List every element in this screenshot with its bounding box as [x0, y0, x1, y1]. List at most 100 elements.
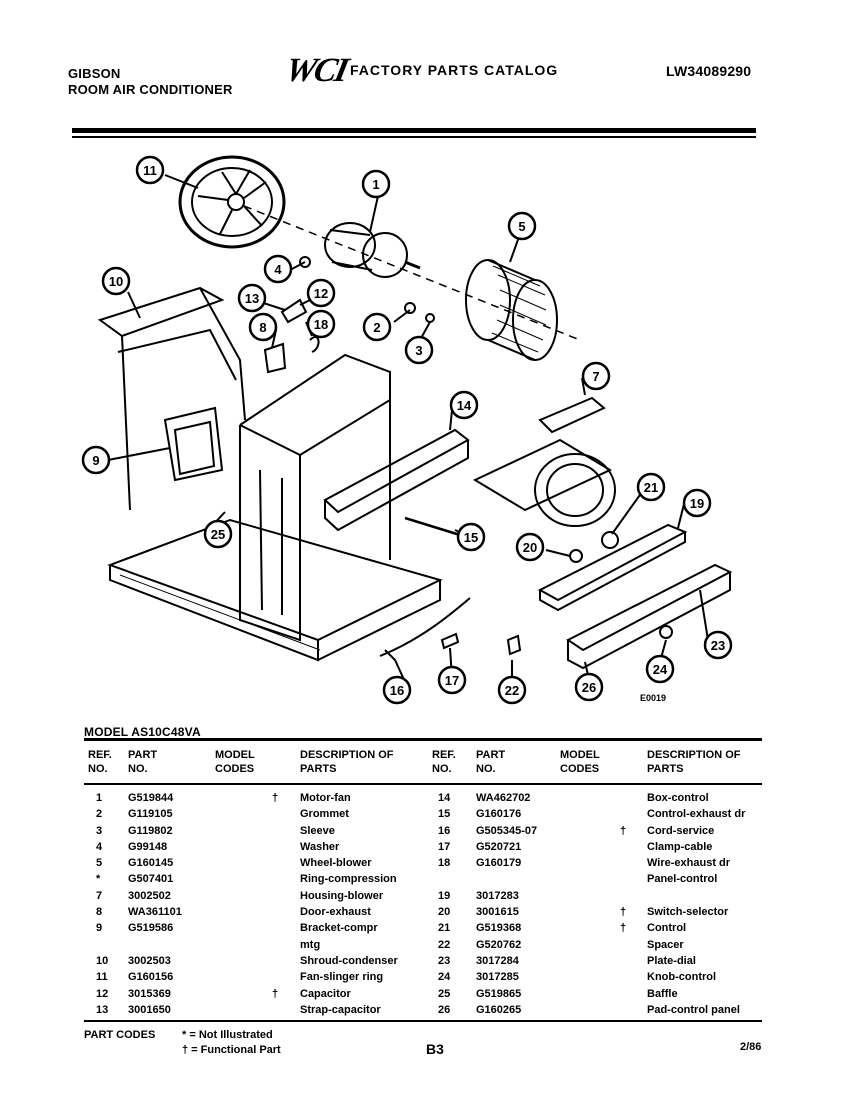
callout-26: 26: [574, 672, 604, 702]
left-row-ref: 4: [96, 840, 103, 853]
right-row-ref: 20: [438, 906, 451, 919]
svg-text:21: 21: [644, 480, 658, 495]
left-row-desc: mtg: [300, 938, 321, 951]
callout-12: 12: [306, 278, 336, 308]
right-row-ref: [438, 871, 450, 887]
callout-23: 23: [703, 630, 733, 660]
col-desc-right: DESCRIPTION OF PARTS: [647, 749, 741, 775]
left-row-part: G519586: [128, 922, 174, 935]
left-row-ref: 12: [96, 987, 109, 1000]
left-row-ref: 13: [96, 1003, 109, 1016]
left-row-code: †: [272, 792, 279, 804]
callout-13: 13: [237, 283, 267, 313]
left-row-desc: Ring-compression: [300, 873, 397, 886]
svg-text:5: 5: [518, 219, 525, 234]
right-row-desc: Box-control: [647, 792, 709, 804]
svg-text:2: 2: [373, 320, 380, 335]
svg-text:25: 25: [211, 527, 225, 542]
left-row-code: †: [272, 987, 279, 1000]
right-row-part: G160176: [476, 808, 522, 821]
svg-text:24: 24: [653, 662, 668, 677]
right-row-desc: Clamp-cable: [647, 840, 713, 853]
left-row-code: [272, 937, 278, 953]
callout-11: 11: [135, 155, 165, 185]
left-row-ref: 2: [96, 808, 103, 821]
right-row-part: 3001615: [476, 906, 519, 919]
left-row-desc: Bracket-compr: [300, 922, 378, 935]
right-row-part: G160179: [476, 857, 522, 870]
left-row-part: [128, 937, 182, 953]
svg-text:26: 26: [582, 680, 596, 695]
left-row-ref: [96, 937, 108, 953]
svg-text:9: 9: [92, 453, 99, 468]
callout-19: 19: [682, 488, 712, 518]
callout-10: 10: [101, 266, 131, 296]
right-row-part: G519368: [476, 922, 522, 935]
left-row-code: [272, 920, 278, 936]
wci-logo: WCI: [282, 52, 351, 89]
callout-21: 21: [636, 472, 666, 502]
right-row-ref: 16: [438, 824, 451, 837]
left-row-desc: Shroud-condenser: [300, 954, 398, 967]
col-ref-right: REF. NO.: [432, 749, 456, 775]
left-row-part: G507401: [128, 873, 174, 886]
svg-text:13: 13: [245, 291, 259, 306]
svg-text:8: 8: [259, 320, 266, 335]
right-row-ref: 15: [438, 808, 451, 821]
svg-text:10: 10: [109, 274, 123, 289]
right-row-part: [476, 871, 537, 887]
right-row-code: †: [620, 824, 627, 837]
right-row-code: [620, 986, 626, 1002]
left-row-desc: Motor-fan: [300, 792, 351, 804]
left-row-ref: 10: [96, 954, 109, 967]
right-row-code: [620, 806, 626, 822]
left-row-ref: 9: [96, 922, 103, 935]
svg-text:3: 3: [415, 343, 422, 358]
right-row-desc: Cord-service: [647, 824, 715, 837]
left-row-desc: Capacitor: [300, 987, 351, 1000]
left-row-part: G160145: [128, 857, 174, 870]
left-row-ref: 3: [96, 824, 103, 837]
callout-25: 25: [203, 519, 233, 549]
left-row-part: 3015369: [128, 987, 171, 1000]
right-row-ref: 18: [438, 857, 451, 870]
table-bottom-rule: [84, 1020, 762, 1022]
right-row-ref: 19: [438, 889, 451, 902]
callout-17: 17: [437, 665, 467, 695]
model-label: MODEL AS10C48VA: [84, 725, 201, 739]
left-row-desc: Grommet: [300, 808, 349, 821]
left-row-ref: 8: [96, 906, 103, 919]
left-row-part: 3002502: [128, 889, 171, 902]
right-row-desc: Wire-exhaust dr: [647, 857, 731, 870]
callout-3: 3: [404, 335, 434, 365]
right-row-code: [620, 1002, 626, 1018]
callout-4: 4: [263, 254, 293, 284]
right-row-part: G505345-07: [476, 824, 538, 837]
left-code-column: ††: [272, 790, 278, 1018]
left-row-desc: Washer: [300, 840, 340, 853]
right-row-part: G520721: [476, 840, 522, 853]
page-code: B3: [426, 1041, 444, 1057]
left-row-part: G99148: [128, 840, 168, 853]
right-row-part: 3017283: [476, 889, 519, 902]
left-row-part: 3002503: [128, 954, 171, 967]
right-row-code: [620, 969, 626, 985]
callout-20: 20: [515, 532, 545, 562]
diagram-linework: [97, 155, 733, 688]
right-row-ref: 25: [438, 987, 451, 1000]
right-row-ref: 22: [438, 938, 451, 951]
right-row-code: [620, 871, 626, 887]
left-row-ref: 5: [96, 857, 103, 870]
document-number: LW34089290: [666, 63, 752, 79]
table-top-rule: [84, 738, 762, 741]
left-row-part: G160156: [128, 971, 174, 984]
svg-text:7: 7: [592, 369, 599, 384]
svg-text:4: 4: [274, 262, 282, 277]
col-desc-left: DESCRIPTION OF PARTS: [300, 749, 394, 775]
right-row-desc: Pad-control panel: [647, 1003, 740, 1016]
part-codes-label: PART CODES: [84, 1029, 156, 1041]
